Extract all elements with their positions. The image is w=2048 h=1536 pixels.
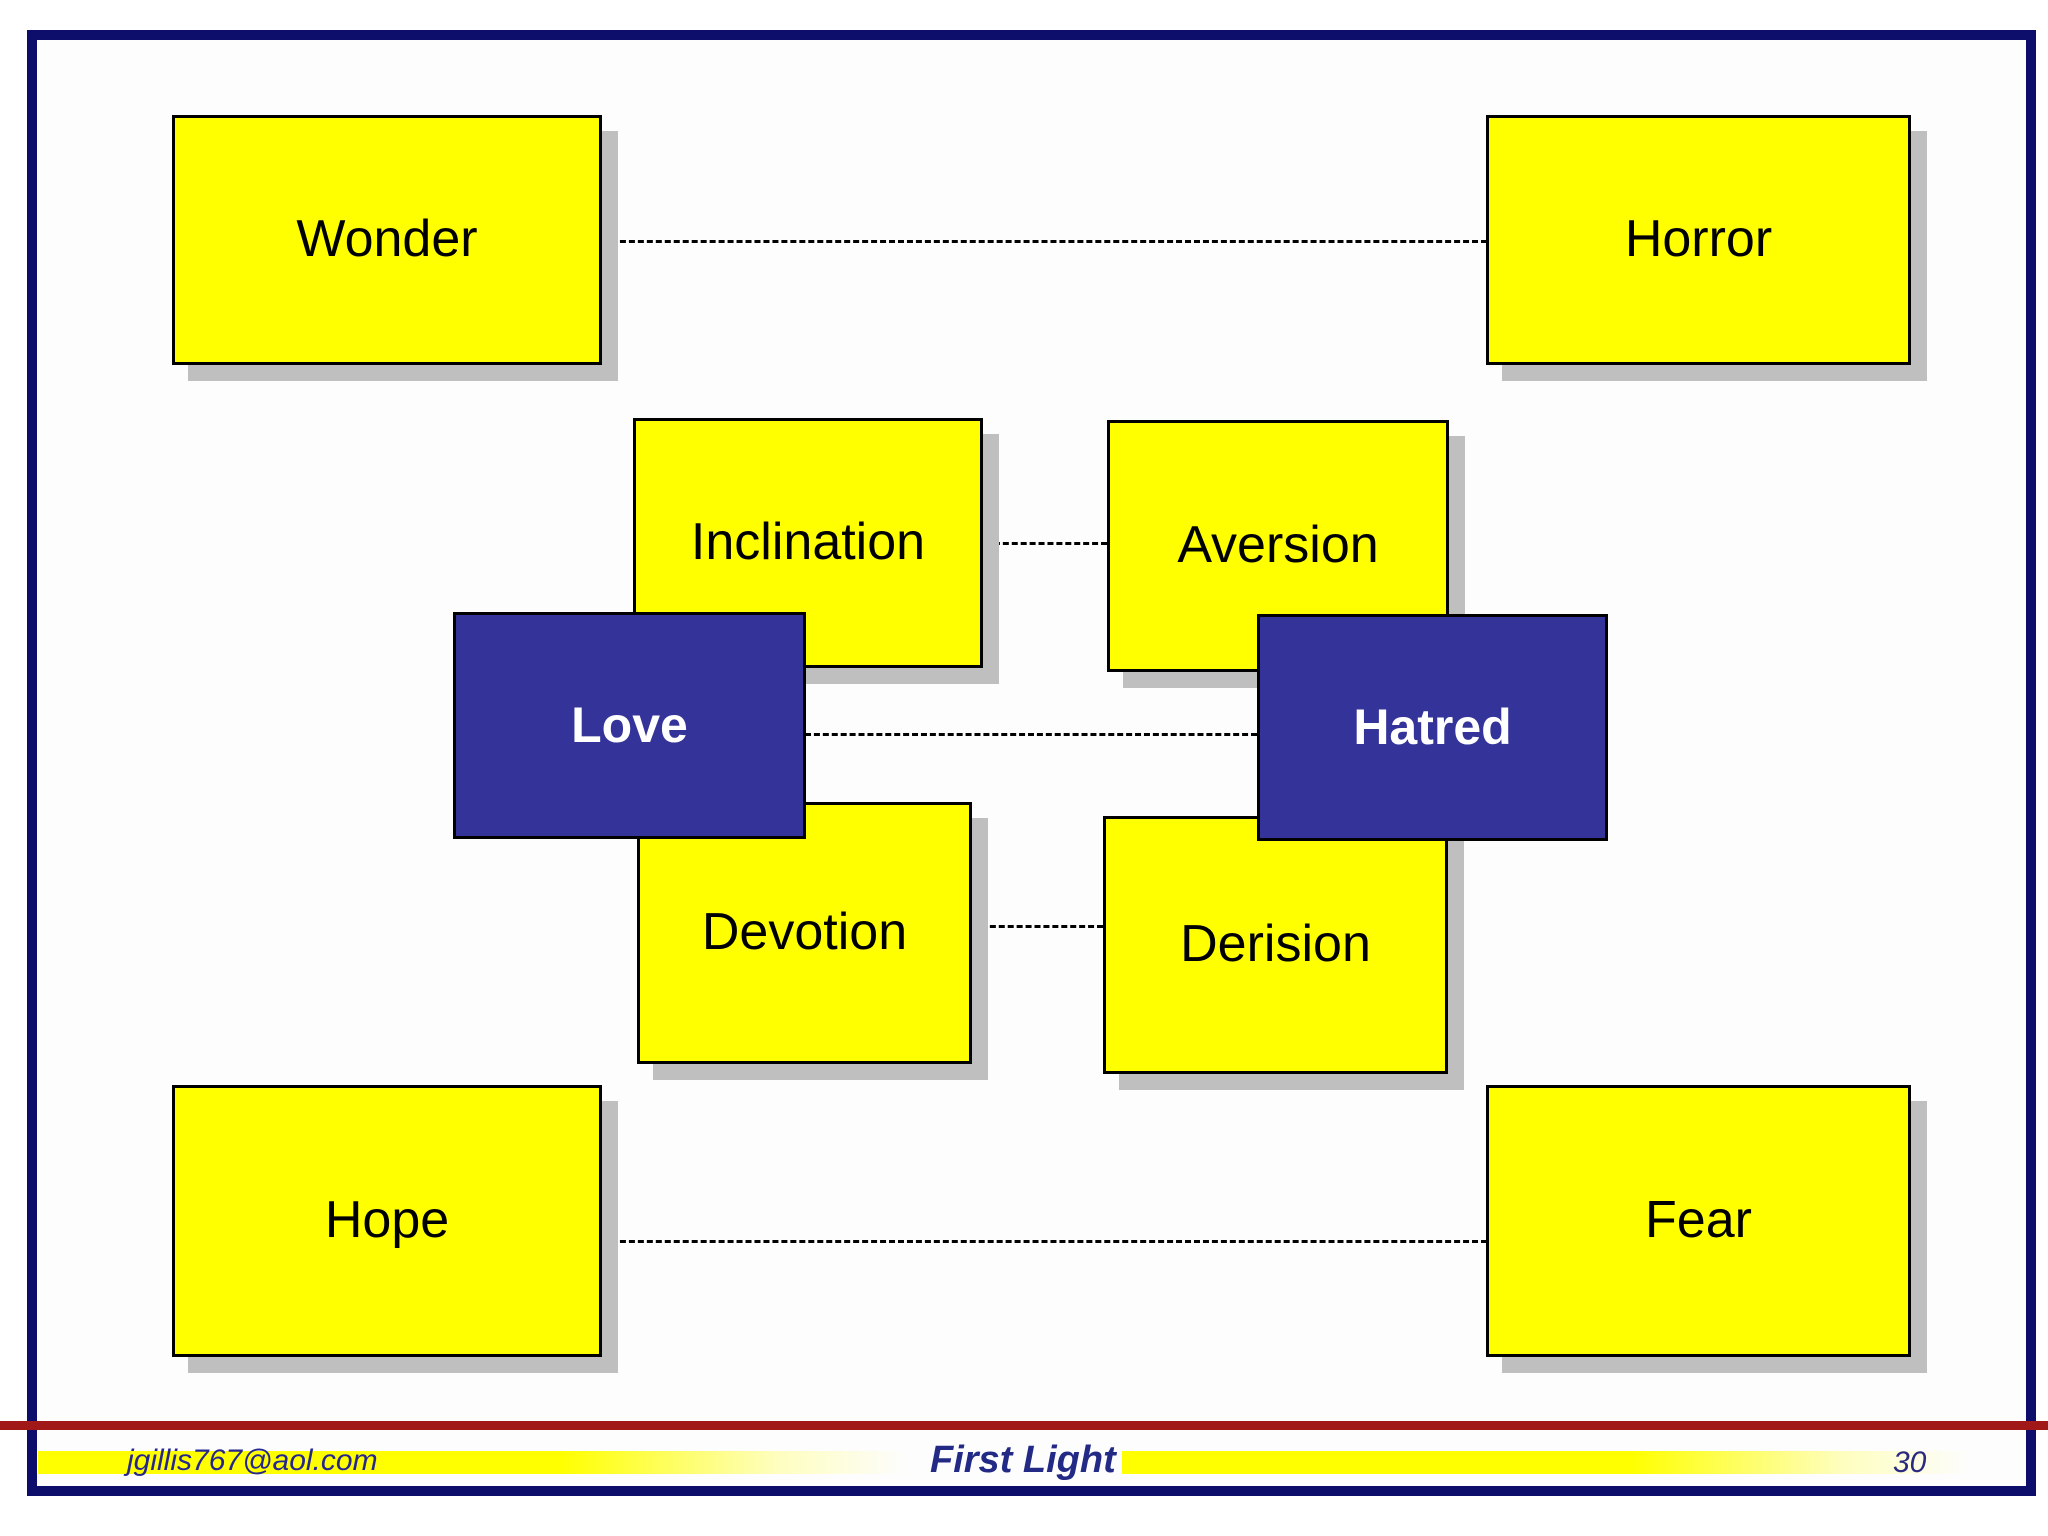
node-horror: Horror (1486, 115, 1911, 365)
connector-devotion-derision (972, 925, 1103, 928)
node-derision: Derision (1103, 816, 1448, 1074)
connector-inclination-aversion (985, 542, 1107, 545)
node-devotion: Devotion (637, 802, 972, 1064)
footer-red-rule (0, 1421, 2048, 1430)
connector-wonder-horror (602, 240, 1487, 243)
node-hope: Hope (172, 1085, 602, 1357)
footer-title: First Light (930, 1439, 1116, 1481)
node-hatred: Hatred (1257, 614, 1608, 841)
footer-email: jgillis767@aol.com (127, 1444, 378, 1477)
connector-hope-fear (602, 1240, 1487, 1243)
node-fear: Fear (1486, 1085, 1911, 1357)
connector-love-hatred (805, 733, 1257, 736)
footer-highlight-left (38, 1451, 908, 1474)
page-number: 30 (1893, 1446, 1927, 1479)
node-love: Love (453, 612, 806, 839)
node-wonder: Wonder (172, 115, 602, 365)
footer-highlight-right (1122, 1451, 1970, 1474)
